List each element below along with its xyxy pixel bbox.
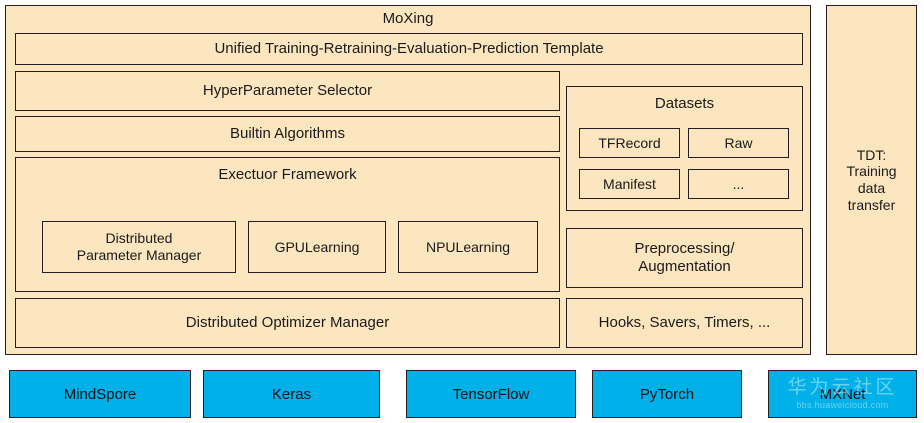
framework-box-keras: Keras [203, 370, 380, 418]
framework-box-mindspore: MindSpore [9, 370, 191, 418]
moxing-panel: MoXing Unified Training-Retraining-Evalu… [5, 5, 811, 355]
tdt-line-1: TDT: [856, 146, 887, 163]
dataset-item-tfrecord: TFRecord [579, 128, 680, 158]
framework-box-tensorflow: TensorFlow [406, 370, 576, 418]
preprocessing-line-2: Augmentation [638, 258, 731, 275]
builtin-algorithms-box: Builtin Algorithms [15, 116, 560, 152]
executor-framework-title: Exectuor Framework [218, 166, 357, 183]
hooks-savers-timers-box: Hooks, Savers, Timers, ... [566, 298, 803, 348]
tdt-line-3: data [857, 180, 886, 196]
dataset-item-more: ... [688, 169, 789, 199]
preprocessing-augmentation-label: Preprocessing/ Augmentation [634, 240, 734, 275]
tdt-panel-label: TDT: Training data transfer [846, 147, 896, 213]
datasets-title: Datasets [654, 95, 715, 112]
tdt-line-4: transfer [847, 196, 896, 213]
dataset-item-manifest: Manifest [579, 169, 680, 199]
executor-framework-box: Exectuor Framework Distributed Parameter… [15, 157, 560, 292]
tdt-line-2: Training [846, 163, 897, 180]
gpulearning-box: GPULearning [248, 221, 386, 273]
preprocessing-augmentation-box: Preprocessing/ Augmentation [566, 228, 803, 288]
tdt-panel: TDT: Training data transfer [826, 5, 917, 355]
moxing-title: MoXing [382, 10, 434, 27]
dataset-item-raw: Raw [688, 128, 789, 158]
framework-box-pytorch: PyTorch [592, 370, 742, 418]
unified-template-bar: Unified Training-Retraining-Evaluation-P… [15, 33, 803, 65]
npulearning-box: NPULearning [398, 221, 538, 273]
datasets-box: Datasets TFRecord Raw Manifest ... [566, 86, 803, 211]
dpm-line-2: Parameter Manager [76, 247, 202, 263]
preprocessing-line-1: Preprocessing/ [634, 240, 735, 258]
dpm-line-1: Distributed [105, 230, 173, 247]
distributed-parameter-manager-box: Distributed Parameter Manager [42, 221, 236, 273]
framework-box-mxnet: MXNet [768, 370, 917, 418]
hyperparameter-selector-box: HyperParameter Selector [15, 71, 560, 111]
distributed-optimizer-manager-box: Distributed Optimizer Manager [15, 298, 560, 348]
distributed-parameter-manager-label: Distributed Parameter Manager [77, 230, 202, 263]
